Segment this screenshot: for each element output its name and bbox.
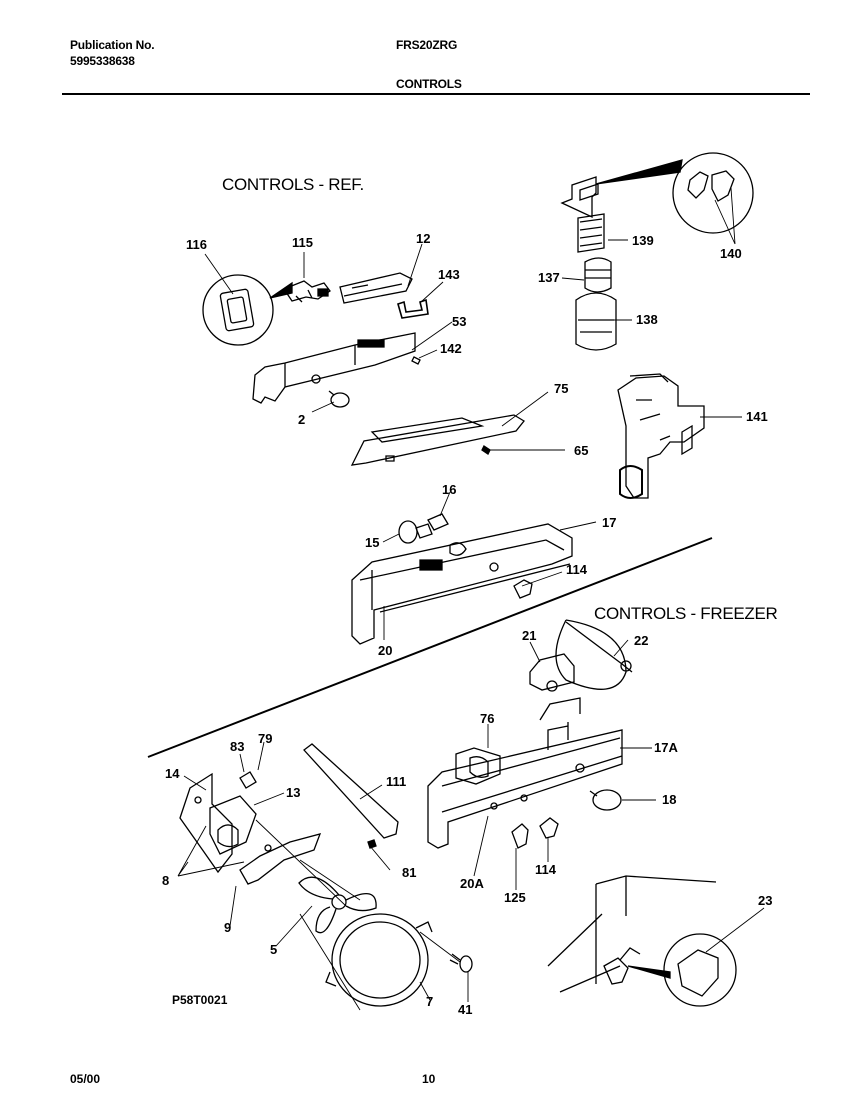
callout-18: 18 [662, 792, 677, 807]
publication-number: 5995338638 [70, 54, 135, 68]
callout-75: 75 [554, 381, 569, 396]
callout-83: 83 [230, 739, 245, 754]
freezer-housing-17a [428, 698, 622, 848]
callout-20a: 20A [460, 876, 484, 891]
callout-23: 23 [758, 893, 773, 908]
callout-116: 116 [186, 237, 207, 252]
page-title: CONTROLS [396, 77, 462, 91]
callout-41: 41 [458, 1002, 473, 1017]
callout-leaders [178, 188, 764, 1002]
callout-2: 2 [298, 412, 306, 427]
header-rule [62, 93, 810, 95]
screw-81 [368, 840, 376, 848]
screw-65 [482, 446, 490, 454]
callout-140: 140 [720, 246, 742, 261]
callout-81: 81 [402, 865, 417, 880]
callout-76: 76 [480, 711, 495, 726]
callout-17a: 17A [654, 740, 678, 755]
publication-label: Publication No. [70, 38, 155, 52]
footer-date: 05/00 [70, 1072, 101, 1086]
callout-13: 13 [286, 785, 301, 800]
connector-114 [514, 580, 532, 598]
section-divider-line [148, 538, 712, 757]
callout-138: 138 [636, 312, 658, 327]
callout-8: 8 [162, 873, 170, 888]
screw-41 [450, 954, 472, 972]
callout-20: 20 [378, 643, 393, 658]
callout-114-ref: 114 [566, 562, 587, 577]
callout-7: 7 [426, 994, 434, 1009]
strap-111 [304, 744, 398, 838]
cabinet-detail [548, 876, 736, 1006]
connector-114b [540, 818, 558, 838]
diagram-code: P58T0021 [172, 993, 228, 1007]
knob-18 [590, 790, 621, 810]
callout-17: 17 [602, 515, 617, 530]
section-title-freezer: CONTROLS - FREEZER [594, 604, 778, 623]
callout-65: 65 [574, 443, 589, 458]
callout-14: 14 [165, 766, 180, 781]
control-housing [253, 333, 415, 403]
callout-9: 9 [224, 920, 232, 935]
screw-142 [412, 357, 420, 364]
sensor-bracket [284, 281, 330, 302]
callout-125: 125 [504, 890, 526, 905]
damper-141 [618, 374, 704, 498]
callout-141: 141 [746, 409, 768, 424]
fan-shroud [326, 914, 432, 1006]
callout-15: 15 [365, 535, 380, 550]
bulb-socket [399, 514, 466, 555]
callout-16: 16 [442, 482, 457, 497]
callout-142: 142 [440, 341, 462, 356]
callout-114-freezer: 114 [535, 862, 556, 877]
fan-bracket [180, 774, 320, 884]
fan-blade [299, 877, 376, 933]
clip-143 [398, 300, 428, 318]
section-title-ref: CONTROLS - REF. [222, 175, 364, 194]
connector-125 [512, 824, 528, 848]
knob-2 [329, 391, 349, 407]
callout-115: 115 [292, 235, 313, 250]
plate-75 [352, 415, 524, 465]
model-number: FRS20ZRG [396, 38, 458, 52]
callout-79: 79 [258, 731, 273, 746]
callout-111: 111 [386, 774, 407, 789]
light-housing-17 [352, 524, 572, 644]
thermostat-assembly [562, 153, 753, 350]
clip-83 [240, 772, 256, 788]
callout-5: 5 [270, 942, 278, 957]
callout-12: 12 [416, 231, 431, 246]
callout-137: 137 [538, 270, 560, 285]
control-cover [340, 273, 412, 303]
callout-139: 139 [632, 233, 654, 248]
callout-22: 22 [634, 633, 649, 648]
callout-21: 21 [522, 628, 537, 643]
page-number: 10 [422, 1072, 436, 1086]
callout-143: 143 [438, 267, 460, 282]
callout-53: 53 [452, 314, 467, 329]
freezer-thermostat [530, 620, 632, 691]
seal-detail-circle [203, 275, 292, 345]
